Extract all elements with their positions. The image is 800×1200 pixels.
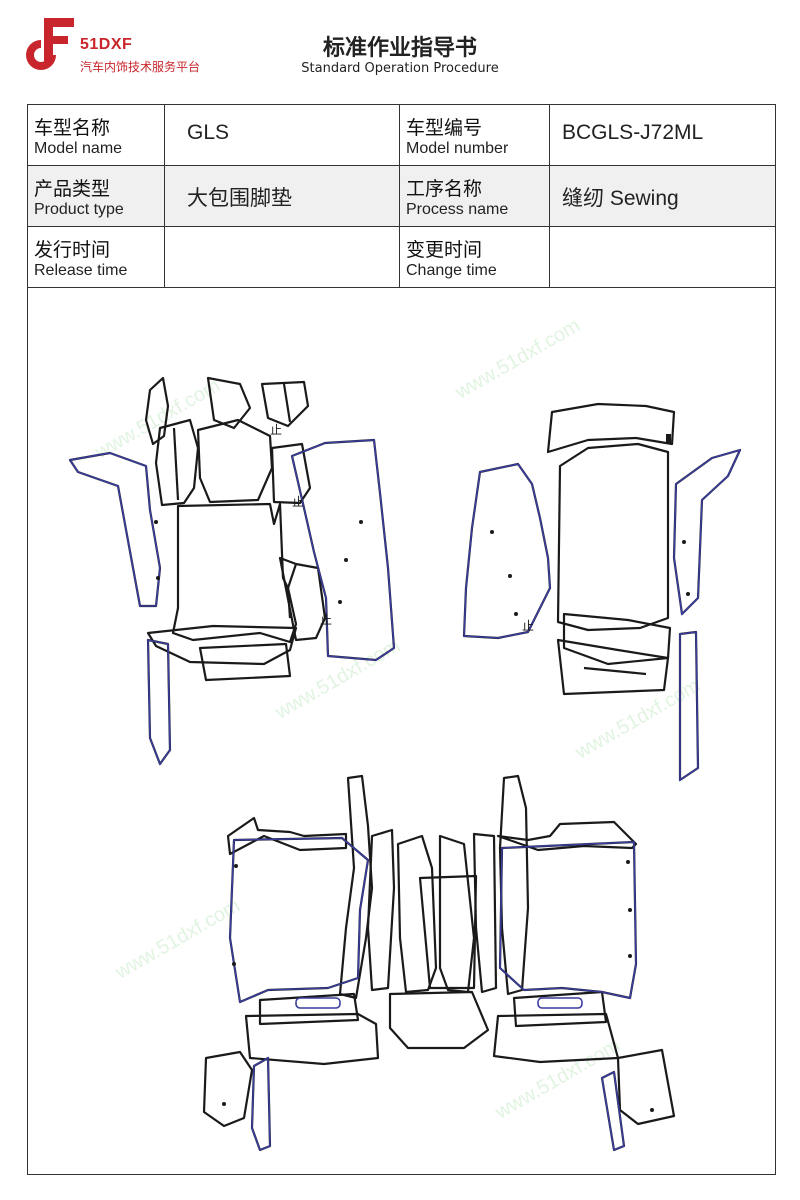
- model-number-label-en: Model number: [406, 140, 509, 157]
- stop-marker: 止: [292, 495, 304, 509]
- pattern-piece: [678, 630, 700, 782]
- marker-dot: [626, 860, 630, 864]
- product-type-value: 大包围脚垫: [187, 187, 292, 210]
- pattern-piece: [672, 448, 742, 616]
- pattern-piece: [616, 1048, 676, 1126]
- pattern-piece: [196, 418, 274, 504]
- release-time-label-en: Release time: [34, 262, 128, 279]
- process-name-label-en: Process name: [406, 201, 509, 218]
- floor-mat-pattern-diagram: 止 止 止 止: [68, 376, 742, 1152]
- change-time-label-en: Change time: [406, 262, 497, 279]
- marker-dot: [514, 612, 518, 616]
- product-type-label-zh: 产品类型: [34, 178, 111, 200]
- brand-tagline: 汽车内饰技术服务平台: [80, 60, 201, 74]
- pattern-piece: [556, 442, 670, 632]
- change-time-label-zh: 变更时间: [406, 239, 483, 261]
- pattern-piece: [146, 638, 172, 766]
- pattern-piece: [244, 1012, 380, 1066]
- marker-dot: [232, 962, 236, 966]
- pattern-piece: [226, 816, 348, 856]
- pattern-piece: [498, 774, 530, 996]
- stop-marker: 止: [522, 619, 534, 633]
- pattern-piece: [154, 418, 200, 507]
- pattern-diagram-frame: www.51dxf.com www.51dxf.com www.51dxf.co…: [27, 288, 776, 1175]
- marker-dot: [628, 908, 632, 912]
- info-value-cell: [164, 226, 400, 288]
- product-type-label-en: Product type: [34, 201, 124, 218]
- model-number-label-zh: 车型编号: [406, 117, 483, 139]
- marker-tag: [666, 434, 671, 444]
- pattern-piece: [202, 1050, 254, 1128]
- marker-dot: [359, 520, 363, 524]
- marker-dot: [508, 574, 512, 578]
- page-subtitle: Standard Operation Procedure: [301, 61, 499, 76]
- marker-dot: [682, 540, 686, 544]
- marker-dot: [686, 592, 690, 596]
- pattern-piece: [206, 376, 252, 430]
- pattern-piece: [366, 828, 396, 992]
- pattern-piece: [438, 834, 476, 994]
- marker-dot: [490, 530, 494, 534]
- pattern-piece: [496, 820, 638, 852]
- marker-dot: [156, 576, 160, 580]
- marker-dot: [650, 1108, 654, 1112]
- pattern-piece: [556, 638, 670, 696]
- pattern-piece: [498, 840, 638, 1000]
- info-value-cell: GLS: [164, 104, 400, 166]
- change-time-value: [551, 228, 775, 244]
- brand-logo-icon: [26, 18, 74, 70]
- pattern-piece: [396, 834, 438, 994]
- brand-name: 51DXF: [80, 36, 133, 53]
- pattern-piece: [260, 380, 310, 428]
- process-name-label-zh: 工序名称: [406, 178, 483, 200]
- pattern-piece: [171, 502, 298, 644]
- page-title: 标准作业指导书: [322, 36, 477, 61]
- info-value-cell: 大包围脚垫: [164, 165, 400, 227]
- marker-dot: [222, 1102, 226, 1106]
- info-value-cell: [549, 226, 776, 288]
- release-time-value: [166, 228, 399, 244]
- stop-marker: 止: [270, 423, 282, 437]
- pattern-piece: [146, 624, 298, 666]
- pattern-piece: [338, 774, 374, 1000]
- info-value-cell: 缝纫 Sewing: [549, 165, 776, 227]
- model-name-label-zh: 车型名称: [34, 117, 111, 139]
- pattern-piece: [512, 990, 608, 1028]
- model-number-value: BCGLS-J72ML: [562, 121, 704, 144]
- marker-dot: [234, 864, 238, 868]
- marker-dot: [338, 600, 342, 604]
- model-name-value: GLS: [187, 121, 230, 144]
- info-value-cell: BCGLS-J72ML: [549, 104, 776, 166]
- pattern-piece: [546, 402, 676, 454]
- marker-dot: [154, 520, 158, 524]
- pattern-piece: [270, 442, 312, 505]
- pattern-piece: [418, 874, 478, 990]
- stop-marker: 止: [320, 613, 332, 627]
- process-name-value: 缝纫 Sewing: [562, 187, 679, 210]
- marker-dot: [628, 954, 632, 958]
- page-header: 51DXF 汽车内饰技术服务平台 标准作业指导书 Standard Operat…: [0, 0, 800, 100]
- marker-dot: [344, 558, 348, 562]
- pattern-piece: [492, 1012, 620, 1064]
- pattern-piece: [144, 376, 170, 446]
- pattern-piece: [198, 642, 292, 682]
- pattern-piece: [472, 832, 498, 994]
- pattern-piece: [388, 990, 490, 1050]
- model-name-label-en: Model name: [34, 140, 123, 157]
- release-time-label-zh: 发行时间: [34, 239, 111, 261]
